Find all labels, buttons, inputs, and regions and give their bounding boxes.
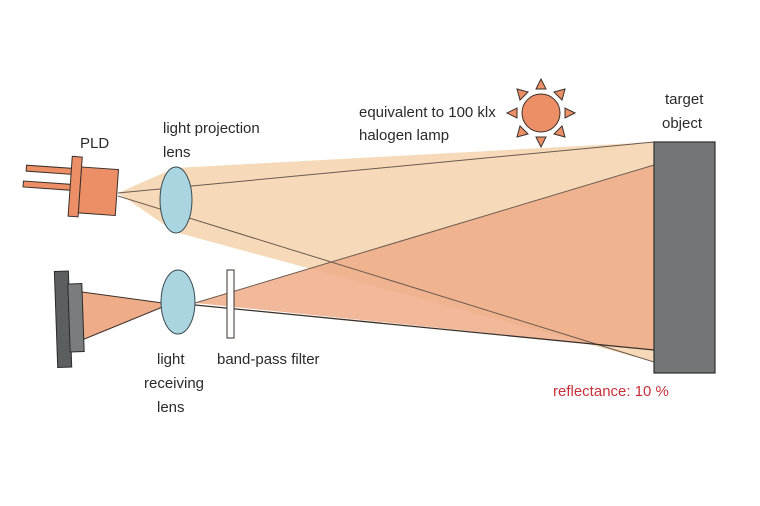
band-pass-filter-icon	[226, 269, 235, 339]
target-object	[653, 141, 716, 374]
receiving-lens-label-2: receiving	[144, 375, 204, 392]
detector-icon	[53, 270, 85, 368]
target-label-2: object	[662, 115, 703, 132]
projection-lens-label-2: lens	[163, 144, 191, 161]
detector-beam	[81, 291, 172, 341]
target-label-1: target	[665, 91, 704, 108]
receiving-beam-edge-bottom	[194, 304, 655, 351]
lamp-label-2: halogen lamp	[359, 127, 449, 144]
receiving-beam-edge-top	[194, 164, 655, 304]
receiving-lens-label-3: lens	[157, 399, 185, 416]
receiving-lens-label-1: light	[157, 351, 185, 368]
projection-beam-edge-top	[117, 141, 655, 194]
lamp-label-1: equivalent to 100 klx	[359, 104, 496, 121]
sun-icon	[505, 77, 577, 149]
reflectance-label: reflectance: 10 %	[553, 383, 669, 400]
pld-label: PLD	[80, 135, 109, 152]
band-pass-filter-label: band-pass filter	[217, 351, 320, 368]
pld-icon	[22, 155, 120, 218]
projection-lens-icon	[159, 166, 193, 234]
projection-lens-label-1: light projection	[163, 120, 260, 137]
receiving-beam	[195, 165, 654, 350]
receiving-lens-icon	[160, 269, 196, 335]
projection-beam-edge-bottom	[117, 195, 655, 363]
